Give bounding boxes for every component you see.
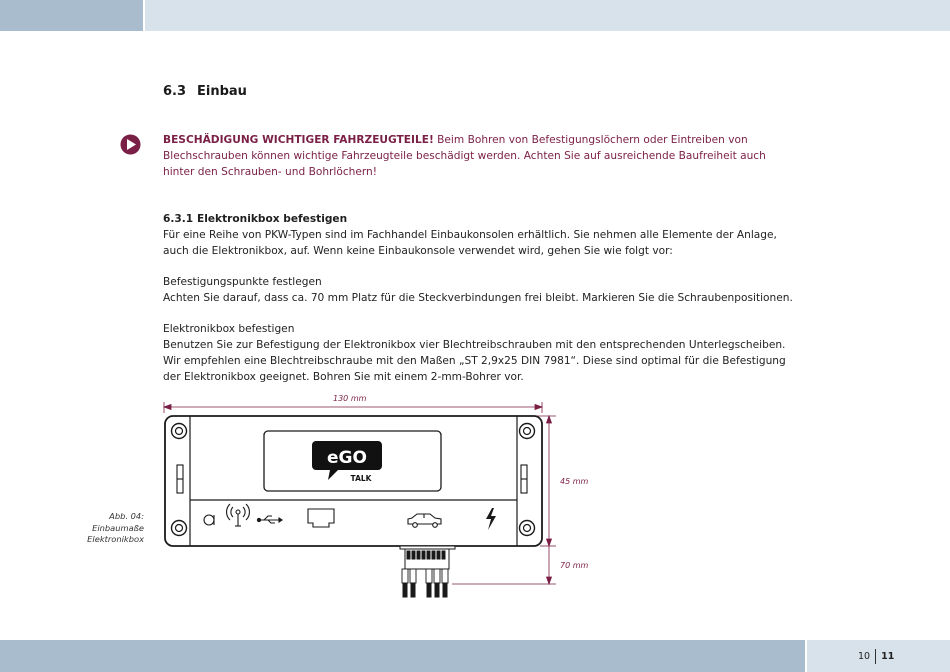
warning-title: BESCHÄDIGUNG WICHTIGER FAHRZEUGTEILE! (163, 134, 434, 146)
intro-paragraph: Für eine Reihe von PKW-Typen sind im Fac… (163, 229, 777, 257)
lightning-icon (486, 508, 496, 530)
width-dimension (162, 402, 544, 413)
box-paragraph: Benutzen Sie zur Befestigung der Elektro… (163, 339, 786, 383)
section-number: 6.3 (163, 84, 187, 99)
subsection-title: Elektronikbox befestigen (197, 213, 348, 225)
caption-title-1: Einbaumaße (92, 522, 144, 533)
mounting-holes (170, 422, 536, 537)
bottom-band-right (807, 640, 950, 672)
height-dimension (452, 414, 556, 586)
top-band-left (0, 0, 143, 31)
ego-talk-logo: eGO TALK (312, 441, 382, 483)
page-numbers: 10 11 (858, 648, 894, 664)
usb-icon (256, 515, 283, 524)
caption-title-2: Elektronikbox (87, 534, 144, 544)
car-icon (407, 513, 442, 528)
box-title: Elektronikbox befestigen (163, 323, 295, 335)
warning-play-icon (120, 134, 141, 155)
warning-body: Beim Bohren von Befestigungslöchern oder… (163, 134, 766, 178)
side-latches (176, 464, 528, 494)
cable-connector (399, 545, 456, 598)
subsection-number: 6.3.1 (163, 213, 194, 225)
points-title: Befestigungspunkte festlegen (163, 276, 322, 288)
dim-height-label: 45 mm (560, 477, 589, 486)
dim-clearance-label: 70 mm (560, 561, 589, 570)
page-number-separator (875, 648, 877, 664)
points-paragraph: Achten Sie darauf, dass ca. 70 mm Platz … (163, 292, 793, 304)
caption-label: Abb. 04: (109, 511, 144, 521)
logo-sub-text: TALK (351, 474, 373, 483)
warning-text: BESCHÄDIGUNG WICHTIGER FAHRZEUGTEILE! Be… (163, 132, 773, 180)
electronic-box-diagram: 130 mm 45 mm 70 mm eGO TALK (162, 394, 589, 598)
letter-a-icon (203, 514, 215, 526)
antenna-icon (226, 503, 250, 527)
dim-width-label: 130 mm (333, 394, 367, 403)
logo-main-text: eGO (327, 448, 367, 468)
figure-caption: Abb. 04: Einbaumaße Elektronikbox (87, 511, 144, 546)
bottom-band-left (0, 640, 805, 672)
section-heading: 6.3 Einbau (163, 84, 247, 99)
page-number-right: 11 (881, 650, 895, 662)
section-title: Einbau (197, 84, 247, 99)
page-number-left: 10 (858, 650, 871, 662)
top-band-right (145, 0, 950, 31)
front-panel-icons (203, 503, 496, 530)
connector-port-icon (307, 508, 335, 528)
